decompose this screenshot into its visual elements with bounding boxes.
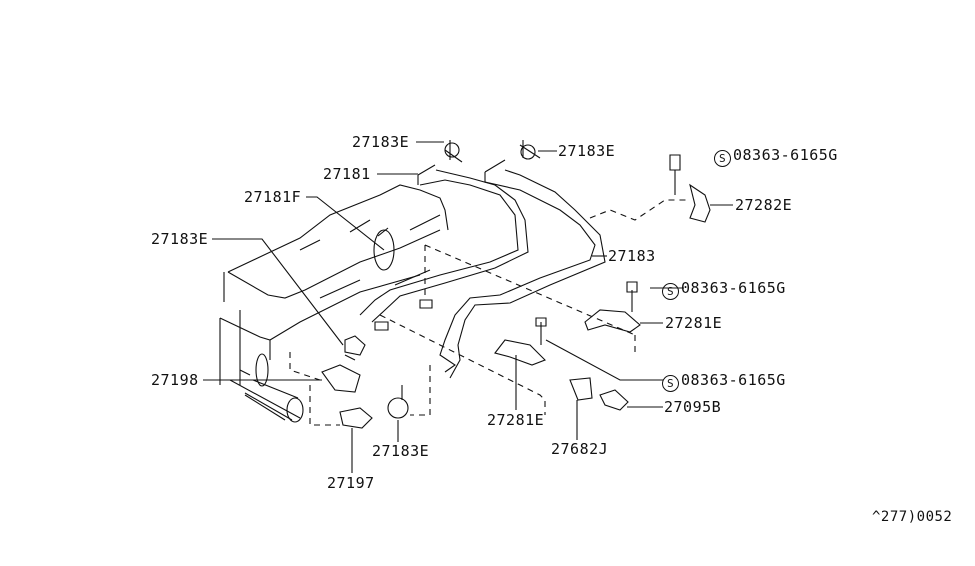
part-number: 08363-6165G	[733, 146, 838, 164]
label-27181f: 27181F	[244, 188, 302, 206]
diagram-code: ^277)0052	[872, 509, 953, 525]
screw-symbol-icon: S	[714, 150, 731, 167]
label-27282e: 27282E	[735, 196, 793, 214]
label-27183e-top-left: 27183E	[352, 133, 410, 151]
label-27281e-center: 27281E	[487, 411, 545, 429]
label-27095b: 27095B	[664, 398, 722, 416]
label-27183e-bottom: 27183E	[372, 442, 430, 460]
parts	[321, 140, 711, 429]
hose-27183	[439, 159, 606, 379]
part-number: 08363-6165G	[681, 371, 786, 389]
label-27183e-left: 27183E	[151, 230, 209, 248]
screw-symbol-icon: S	[662, 375, 679, 392]
label-27682j: 27682J	[551, 440, 609, 458]
hose-27181	[359, 164, 529, 323]
guide-lines	[289, 199, 690, 426]
engine-block	[219, 184, 449, 423]
label-27198: 27198	[151, 371, 199, 389]
leader-lines	[203, 141, 733, 473]
label-27197: 27197	[327, 474, 375, 492]
screw-symbol-icon: S	[662, 283, 679, 300]
part-number: 08363-6165G	[681, 279, 786, 297]
label-27181: 27181	[323, 165, 371, 183]
label-27183e-top-right: 27183E	[558, 142, 616, 160]
label-27281e-right: 27281E	[665, 314, 723, 332]
label-27183: 27183	[608, 247, 656, 265]
